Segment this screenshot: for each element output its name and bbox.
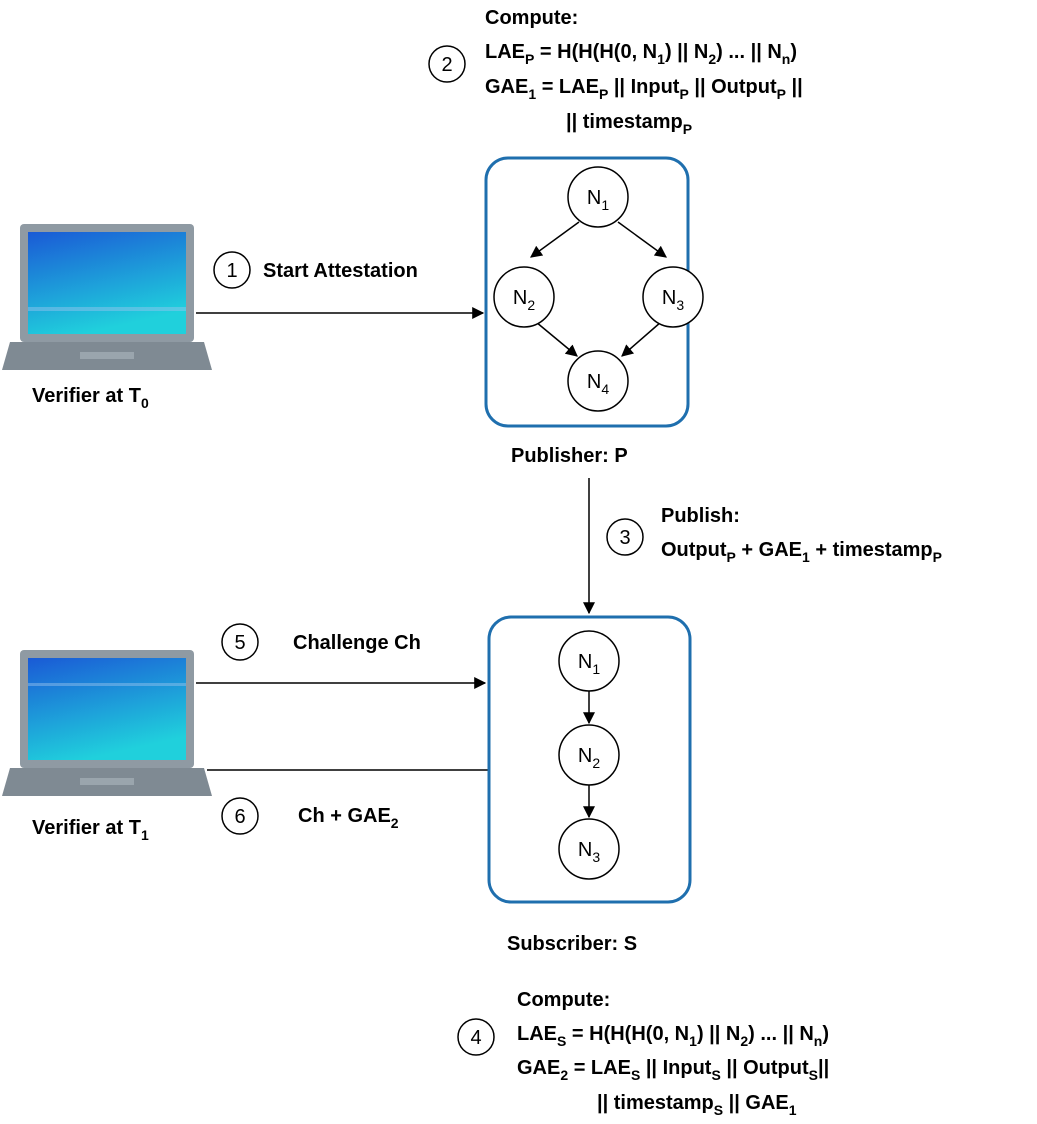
laptop-touchpad bbox=[80, 352, 134, 359]
subscriber-compute-heading: Compute: bbox=[517, 989, 610, 1011]
publisher-timestamp-formula: || timestampP bbox=[566, 111, 692, 137]
step-6-number: 6 bbox=[234, 806, 245, 828]
response-label: Ch + GAE2 bbox=[298, 805, 399, 831]
step-2-number: 2 bbox=[441, 54, 452, 76]
svg-text:N2: N2 bbox=[513, 287, 535, 313]
subscriber-label: Subscriber: S bbox=[507, 933, 637, 955]
svg-text:N1: N1 bbox=[578, 651, 600, 677]
svg-text:N2: N2 bbox=[578, 745, 600, 771]
svg-text:N3: N3 bbox=[578, 839, 600, 865]
publisher-node-n3: N3 bbox=[642, 266, 704, 328]
laptop-screen bbox=[28, 232, 186, 334]
publisher-edges bbox=[530, 221, 667, 357]
step-4-number: 4 bbox=[470, 1027, 481, 1049]
subscriber-compute-block: 4 Compute: LAES = H(H(H(0, N1) || N2) ..… bbox=[457, 989, 829, 1118]
publisher-lae-formula: LAEP = H(H(H(0, N1) || N2) ... || Nn) bbox=[485, 41, 797, 67]
step-3-number: 3 bbox=[619, 527, 630, 549]
verifier-t1-laptop bbox=[2, 650, 212, 796]
publish-payload: OutputP + GAE1 + timestampP bbox=[661, 539, 942, 565]
publisher-compute-heading: Compute: bbox=[485, 7, 578, 29]
publisher-node-n1: N1 bbox=[567, 166, 629, 228]
step-3-circle bbox=[606, 518, 644, 556]
subscriber-node-n1: N1 bbox=[558, 630, 620, 692]
challenge-label: Challenge Ch bbox=[293, 632, 421, 654]
publisher-node-n2: N2 bbox=[493, 266, 555, 328]
svg-text:N1: N1 bbox=[587, 187, 609, 213]
svg-text:N4: N4 bbox=[587, 371, 609, 397]
step-5-circle bbox=[221, 623, 259, 661]
subscriber-node-n2: N2 bbox=[558, 724, 620, 786]
svg-text:N3: N3 bbox=[662, 287, 684, 313]
verifier-t0-laptop bbox=[2, 224, 212, 370]
laptop-touchpad bbox=[80, 778, 134, 785]
start-attestation-label: Start Attestation bbox=[263, 260, 418, 282]
publish-heading: Publish: bbox=[661, 505, 740, 527]
publisher-compute-block: 2 Compute: LAEP = H(H(H(0, N1) || N2) ..… bbox=[428, 7, 803, 137]
publisher-node-n4: N4 bbox=[567, 350, 629, 412]
subscriber-timestamp-formula: || timestampS || GAE1 bbox=[597, 1092, 797, 1118]
step-5-number: 5 bbox=[234, 632, 245, 654]
verifier-t0-label: Verifier at T0 bbox=[32, 385, 149, 411]
step-1-circle bbox=[213, 251, 251, 289]
step-1-number: 1 bbox=[226, 260, 237, 282]
subscriber-node-n3: N3 bbox=[558, 818, 620, 880]
step-2-circle bbox=[428, 45, 466, 83]
publisher-gae-formula: GAE1 = LAEP || InputP || OutputP || bbox=[485, 76, 803, 102]
verifier-t1-label: Verifier at T1 bbox=[32, 817, 149, 843]
step-6-circle bbox=[221, 797, 259, 835]
subscriber-lae-formula: LAES = H(H(H(0, N1) || N2) ... || Nn) bbox=[517, 1023, 829, 1049]
publisher-label: Publisher: P bbox=[511, 445, 628, 467]
subscriber-gae-formula: GAE2 = LAES || InputS || OutputS|| bbox=[517, 1057, 829, 1083]
step-4-circle bbox=[457, 1018, 495, 1056]
laptop-screen bbox=[28, 658, 186, 760]
